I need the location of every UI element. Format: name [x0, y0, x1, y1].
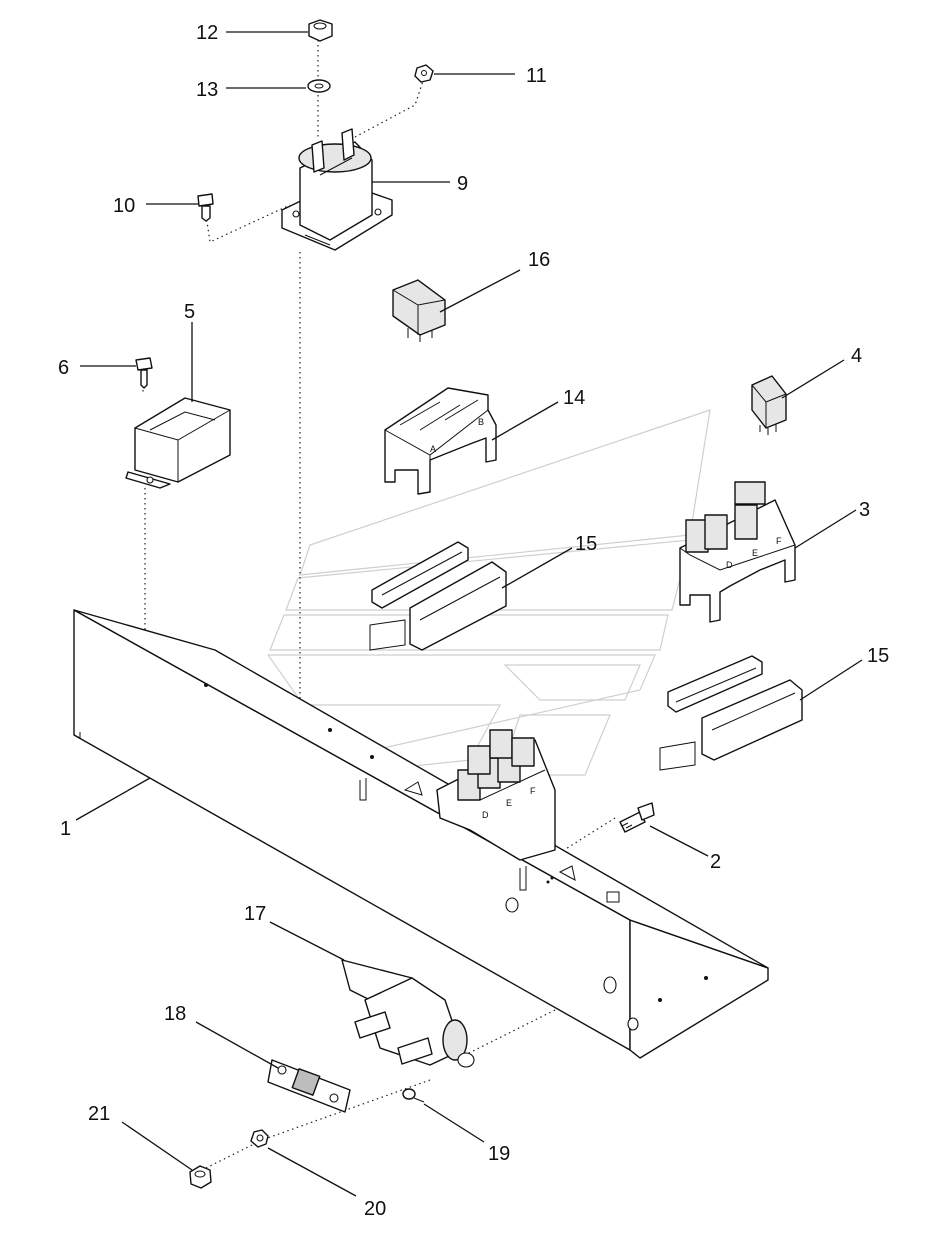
relay-block-part-14: A B	[384, 387, 497, 495]
callout-14: 14	[563, 387, 585, 409]
block14-mark-a: A	[430, 444, 436, 454]
relay-part-16	[392, 279, 446, 342]
panel-block-mark-f: F	[530, 786, 536, 796]
fuse-holder-part-15-right	[659, 655, 803, 771]
callout-15-right: 15	[867, 645, 889, 667]
callout-21: 21	[88, 1103, 110, 1125]
callout-19: 19	[488, 1143, 510, 1165]
callout-6: 6	[58, 357, 69, 379]
block3-mark-e: E	[752, 548, 758, 558]
washer-part-13	[307, 79, 331, 93]
nut-part-21	[189, 1165, 212, 1189]
relay-block-part-3: D E F	[679, 481, 796, 623]
panel-block-mark-e: E	[506, 798, 512, 808]
callout-1: 1	[60, 818, 71, 840]
callout-16: 16	[528, 249, 550, 271]
nut-part-11	[414, 64, 434, 83]
callout-labels: 12 13 11 9 10 16 5 6 4 14 3 15 15 1 2 17…	[58, 22, 889, 1220]
block14-mark-b: B	[478, 417, 484, 427]
nut-part-12	[308, 19, 333, 42]
callout-12: 12	[196, 22, 218, 44]
mounting-panel	[73, 609, 769, 1059]
small-relay-part-4	[751, 375, 787, 435]
fuse-link-part-18	[267, 1059, 351, 1113]
screw-part-6	[135, 357, 153, 389]
callout-15-upper: 15	[575, 533, 597, 555]
bolt-part-2	[619, 802, 655, 833]
callout-9: 9	[457, 173, 468, 195]
callout-4: 4	[851, 345, 862, 367]
callout-18: 18	[164, 1003, 186, 1025]
callout-10: 10	[113, 195, 135, 217]
leader-lines	[75, 31, 863, 1197]
panel-block-mark-d: D	[482, 810, 489, 820]
callout-11: 11	[526, 65, 547, 87]
callout-13: 13	[196, 79, 218, 101]
block3-mark-f: F	[776, 536, 782, 546]
callout-3: 3	[859, 499, 870, 521]
screw-part-19	[402, 1088, 425, 1103]
block3-mark-d: D	[726, 560, 733, 570]
callout-2: 2	[710, 851, 721, 873]
assembly-guide-lines	[142, 40, 616, 1169]
callout-20: 20	[364, 1198, 386, 1220]
lock-washer-part-20	[250, 1129, 269, 1148]
panel-relay-block: D E F	[436, 729, 556, 861]
bolt-part-10	[197, 193, 214, 222]
callout-17: 17	[244, 903, 266, 925]
solenoid-part-9	[281, 128, 393, 251]
callout-5: 5	[184, 301, 195, 323]
box-component-part-5	[125, 397, 231, 489]
breaker-part-17	[341, 959, 475, 1068]
fuse-holder-part-15-upper	[369, 541, 507, 651]
